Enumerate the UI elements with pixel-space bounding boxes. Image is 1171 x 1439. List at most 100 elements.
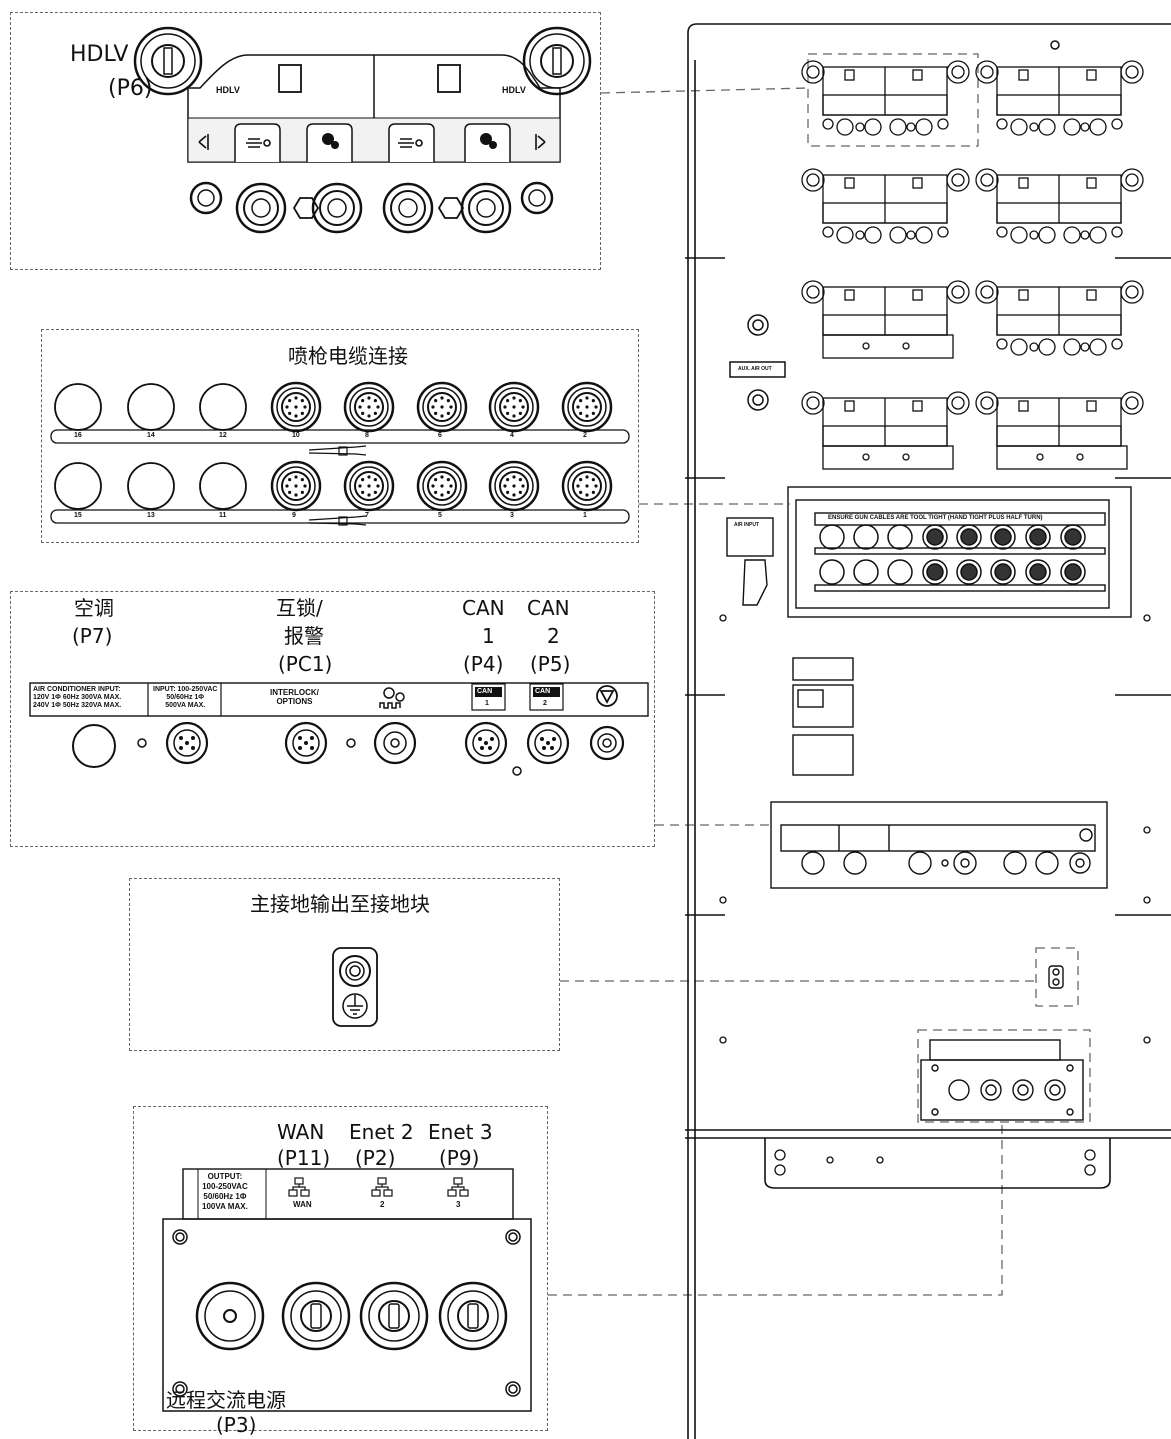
cabinet-gun-connector-1-1 <box>819 524 845 550</box>
can1-badge: CAN <box>477 688 493 695</box>
aux-air-label: AUX. AIR OUT <box>738 366 772 372</box>
ground-callout-box <box>129 878 560 1051</box>
hdlv-panel-drawing <box>133 26 592 234</box>
cabinet-hdlv-module-2 <box>975 60 1144 136</box>
ac-label-line2: (P7) <box>72 624 113 648</box>
cabinet-hdlv-module-3 <box>801 168 970 244</box>
hdlv-left-knob-icon <box>133 26 203 96</box>
can1-label-line2: 1 <box>482 624 495 648</box>
gun-number-10: 10 <box>292 432 300 439</box>
cabinet-gun-connector-1-3 <box>887 524 913 550</box>
hdlv-right-knob-icon <box>522 26 592 96</box>
can1-number: 1 <box>485 700 489 707</box>
gun-connector-11 <box>199 462 247 510</box>
interlock-label-line1: 互锁/ <box>276 596 323 620</box>
gun-connector-7 <box>343 460 395 512</box>
can1-label-line1: CAN <box>462 596 505 620</box>
net-2-plate: 2 <box>380 1200 385 1209</box>
air-input-label: AIR INPUT <box>734 522 759 528</box>
gun-number-11: 11 <box>219 512 227 519</box>
network-icon <box>288 1177 469 1197</box>
gun-connector-6 <box>416 381 468 433</box>
gun-connector-8 <box>343 381 395 433</box>
wan-port: (P11) <box>277 1146 331 1170</box>
gun-number-16: 16 <box>74 432 82 439</box>
gun-connector-4 <box>488 381 540 433</box>
power-input-spec: INPUT: 100-250VAC 50/60Hz 1Φ 500VA MAX. <box>153 686 218 709</box>
can2-label-line3: (P5) <box>530 652 571 676</box>
cabinet-gun-connector-1-5 <box>956 524 982 550</box>
hdlv-title: HDLV <box>70 42 129 67</box>
output-panel-drawing <box>162 1168 532 1412</box>
cabinet-hdlv-module-5 <box>801 280 970 359</box>
gun-warning-label: ENSURE GUN CABLES ARE TOOL TIGHT (HAND T… <box>828 515 1043 521</box>
interlock-plate-label: INTERLOCK/ OPTIONS <box>270 688 319 706</box>
gun-connector-12 <box>199 383 247 431</box>
ground-icon <box>342 993 368 1019</box>
gun-connector-9 <box>270 460 322 512</box>
gun-number-15: 15 <box>74 512 82 519</box>
can2-label-line2: 2 <box>547 624 560 648</box>
enet2-label: Enet 2 <box>349 1120 414 1144</box>
gun-number-14: 14 <box>147 432 155 439</box>
gun-connector-5 <box>416 460 468 512</box>
net-3-plate: 3 <box>456 1200 461 1209</box>
gun-connector-14 <box>127 383 175 431</box>
cabinet-gun-connector-2-8 <box>1060 559 1086 585</box>
remote-ac-label: 远程交流电源 <box>166 1388 286 1412</box>
gun-connector-3 <box>488 460 540 512</box>
gear-icon <box>379 687 405 709</box>
cabinet-gun-connector-1-2 <box>853 524 879 550</box>
can1-label-line3: (P4) <box>463 652 504 676</box>
gun-connector-15 <box>54 462 102 510</box>
gun-number-12: 12 <box>219 432 227 439</box>
cabinet-gun-connector-2-1 <box>819 559 845 585</box>
cabinet-drawing <box>685 23 1171 1439</box>
wan-label: WAN <box>277 1120 325 1144</box>
gun-connector-10 <box>270 381 322 433</box>
gun-number-5: 5 <box>438 512 442 519</box>
io-callout-box <box>10 591 655 847</box>
can2-label-line1: CAN <box>527 596 570 620</box>
gun-number-6: 6 <box>438 432 442 439</box>
enet3-label: Enet 3 <box>428 1120 493 1144</box>
cabinet-gun-connector-2-7 <box>1025 559 1051 585</box>
gun-cable-title: 喷枪电缆连接 <box>288 344 408 368</box>
cabinet-gun-connector-2-2 <box>853 559 879 585</box>
stop-icon <box>596 685 618 707</box>
output-callout-box <box>133 1106 548 1431</box>
gun-number-2: 2 <box>583 432 587 439</box>
gun-number-8: 8 <box>365 432 369 439</box>
net-wan-plate: WAN <box>293 1200 312 1209</box>
cabinet-hdlv-module-1 <box>801 60 970 136</box>
cabinet-gun-connector-1-8 <box>1060 524 1086 550</box>
cabinet-gun-connector-1-4 <box>922 524 948 550</box>
cabinet-gun-connector-2-6 <box>990 559 1016 585</box>
cabinet-hdlv-module-4 <box>975 168 1144 244</box>
gun-connector-16 <box>54 383 102 431</box>
gun-number-9: 9 <box>292 512 296 519</box>
interlock-label-line3: (PC1) <box>278 652 333 676</box>
interlock-label-line2: 报警 <box>284 624 324 648</box>
cabinet-gun-connector-1-7 <box>1025 524 1051 550</box>
gun-number-7: 7 <box>365 512 369 519</box>
gun-cable-panel-drawing <box>50 381 630 526</box>
gun-connector-2 <box>561 381 613 433</box>
cabinet-hdlv-module-7 <box>801 391 970 470</box>
gun-cable-callout-box <box>41 329 639 543</box>
ground-block-drawing <box>332 947 378 1027</box>
ground-title: 主接地输出至接地块 <box>250 892 430 916</box>
enet2-port: (P2) <box>355 1146 396 1170</box>
cabinet-gun-connector-2-3 <box>887 559 913 585</box>
output-spec: OUTPUT: 100-250VAC 50/60Hz 1Φ 100VA MAX. <box>202 1172 248 1211</box>
hdlv-right-plate-label: HDLV <box>502 85 526 95</box>
enet3-port: (P9) <box>439 1146 480 1170</box>
io-panel-drawing <box>29 682 649 776</box>
gun-number-13: 13 <box>147 512 155 519</box>
gun-connector-13 <box>127 462 175 510</box>
cabinet-gun-connector-2-5 <box>956 559 982 585</box>
can2-number: 2 <box>543 700 547 707</box>
cabinet-hdlv-module-8 <box>975 391 1144 470</box>
gun-number-4: 4 <box>510 432 514 439</box>
gun-number-1: 1 <box>583 512 587 519</box>
